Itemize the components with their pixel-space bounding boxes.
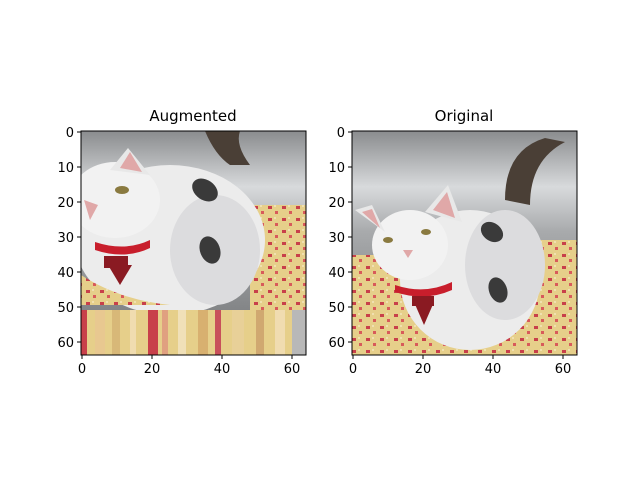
axes-frame xyxy=(351,130,578,356)
x-tick-label: 0 xyxy=(78,362,86,377)
x-tick-label: 60 xyxy=(555,362,572,377)
x-tick-label: 0 xyxy=(349,362,357,377)
y-tick-label: 30 xyxy=(57,231,74,246)
y-tick-label: 60 xyxy=(328,336,345,351)
y-axis: 0 10 20 30 40 50 60 xyxy=(57,126,81,351)
y-tick-label: 50 xyxy=(328,301,345,316)
panel-augmented: Augmented xyxy=(57,107,307,377)
y-tick-label: 30 xyxy=(328,231,345,246)
x-tick-label: 20 xyxy=(415,362,432,377)
y-tick-label: 40 xyxy=(328,266,345,281)
augmented-image xyxy=(81,131,306,355)
panel-title: Augmented xyxy=(149,107,236,125)
y-tick-label: 20 xyxy=(57,196,74,211)
y-tick-label: 0 xyxy=(337,126,345,141)
axes-frame xyxy=(80,130,307,356)
x-axis: 0 20 40 60 xyxy=(78,355,300,377)
original-image xyxy=(352,131,577,355)
y-tick-label: 20 xyxy=(328,196,345,211)
y-axis: 0 10 20 30 40 50 60 xyxy=(328,126,352,351)
y-tick-label: 10 xyxy=(328,161,345,176)
y-tick-label: 0 xyxy=(66,126,74,141)
x-tick-label: 20 xyxy=(144,362,161,377)
x-axis: 0 20 40 60 xyxy=(349,355,571,377)
panel-title: Original xyxy=(435,107,494,125)
x-tick-label: 40 xyxy=(485,362,502,377)
y-tick-label: 60 xyxy=(57,336,74,351)
y-tick-label: 40 xyxy=(57,266,74,281)
y-tick-label: 50 xyxy=(57,301,74,316)
y-tick-label: 10 xyxy=(57,161,74,176)
x-tick-label: 60 xyxy=(284,362,301,377)
x-tick-label: 40 xyxy=(214,362,231,377)
panel-original: Original xyxy=(328,107,578,377)
